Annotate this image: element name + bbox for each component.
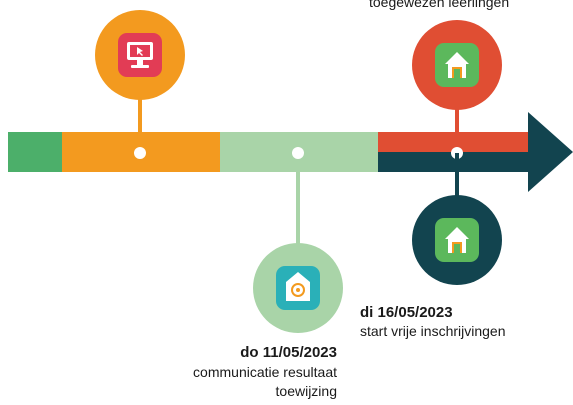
timeline-arrowhead xyxy=(528,112,573,192)
milestone-4 xyxy=(412,153,502,285)
milestone-2-description-line-2: toewijzing xyxy=(275,383,337,399)
milestone-2-description-line-1: communicatie resultaat xyxy=(193,364,337,380)
timeline-segment-red xyxy=(378,132,528,152)
milestone-3 xyxy=(412,20,502,159)
milestone-4-date: di 16/05/2023 xyxy=(360,304,453,321)
milestone-1 xyxy=(95,10,185,159)
timeline-segment-green xyxy=(8,132,62,172)
milestone-3-description: toegewezen leerlingen xyxy=(369,0,510,10)
timeline-segment-teal xyxy=(378,152,528,172)
milestone-2 xyxy=(253,147,343,333)
milestone-2-date: do 11/05/2023 xyxy=(240,344,337,361)
milestone-4-description: start vrije inschrijvingen xyxy=(360,323,506,339)
